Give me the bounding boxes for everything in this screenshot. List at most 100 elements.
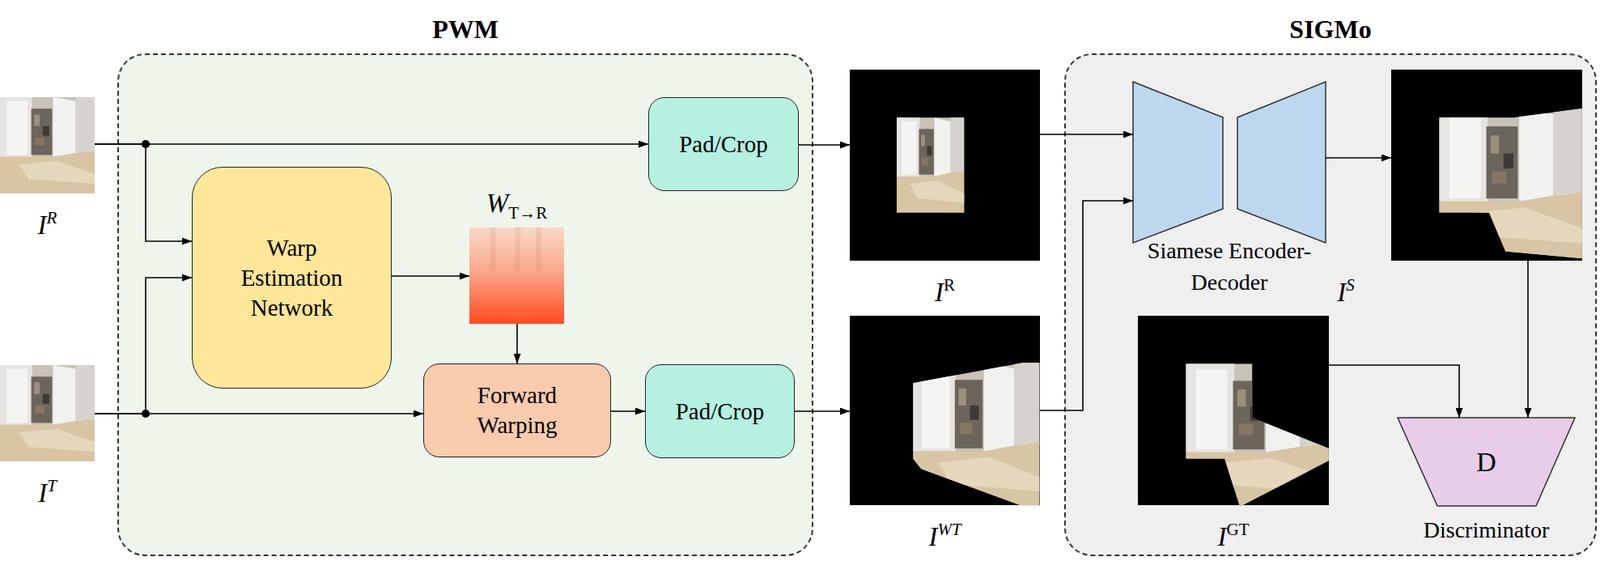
photo-part (0, 364, 95, 462)
photo-part (53, 364, 77, 425)
black-canvas (849, 315, 1040, 506)
arrow-connector (1039, 133, 1134, 136)
photo-part (18, 428, 95, 453)
arrow-connector (516, 323, 518, 364)
photo-part (1233, 380, 1265, 450)
photo-part (0, 97, 33, 158)
photo-part (33, 381, 40, 394)
photo-part (1014, 362, 1040, 446)
arrow-connector (94, 277, 192, 414)
symbol-text: R (46, 207, 58, 228)
arrow-connector (1325, 157, 1392, 159)
photo-part (1468, 207, 1583, 243)
photo-part (76, 364, 95, 421)
photo-part (0, 151, 95, 194)
photo-part (984, 362, 1015, 451)
photo-part (1185, 443, 1329, 507)
photo-part (1214, 458, 1329, 493)
photo-part (910, 180, 965, 204)
photo-part (1492, 171, 1507, 184)
photo-part (937, 457, 1040, 492)
photo-part (934, 117, 951, 177)
discriminator-trapezoid (1397, 417, 1575, 506)
symbol-text: I (934, 277, 944, 307)
symbol-text: W (486, 188, 510, 218)
flow-stripe (490, 227, 497, 272)
symbol-text: T (46, 475, 57, 496)
process-box: Pad/Crop (645, 364, 795, 459)
photo-part (918, 128, 934, 175)
photo-part (1438, 192, 1583, 259)
photo-part (1449, 114, 1482, 199)
photo-part (1438, 108, 1583, 259)
process-box: Forward Warping (423, 363, 612, 458)
symbol-text: GT (1226, 519, 1250, 539)
group-title: PWM (118, 14, 812, 44)
component-label: Siamese Encoder-Decoder (1120, 234, 1339, 298)
photo-part (912, 442, 1040, 506)
photo-part (896, 170, 964, 213)
image-panel: IT (0, 364, 95, 462)
graphic-part (0, 97, 95, 194)
black-canvas (1137, 315, 1329, 506)
photo-part (921, 157, 929, 166)
arrow-connector (611, 410, 646, 412)
symbol-text: WT (937, 519, 961, 539)
group-title: SIGMo (1065, 14, 1596, 44)
group-box: PWMWarp Estimation NetworkWT→RPad/CropFo… (117, 53, 814, 556)
photo-part (1519, 108, 1554, 202)
photo-part (42, 126, 50, 136)
photo-part (896, 117, 964, 213)
photo-part (6, 101, 28, 156)
photo-part (912, 362, 956, 451)
photo-part (42, 394, 50, 404)
image-label: WT→R (486, 188, 548, 228)
arrow-connector (1527, 260, 1529, 418)
image-graphic (0, 364, 95, 462)
photo-part (1299, 363, 1329, 446)
photo-part (926, 145, 932, 156)
symbol-text: R (943, 275, 955, 295)
image-label: IR (934, 270, 955, 307)
image-panel: WT→R (469, 227, 565, 324)
photo-part (0, 364, 33, 425)
decoder-trapezoid (1237, 81, 1326, 243)
image-panel: IR (849, 69, 1040, 261)
image-graphic (0, 97, 95, 194)
photo-part (34, 137, 45, 146)
photo-part (896, 117, 920, 177)
symbol-text: I (928, 522, 938, 552)
photo-part (1239, 423, 1254, 435)
box-label: Pad/Crop (679, 129, 769, 160)
photo-part (0, 97, 95, 194)
symbol-text: S (1345, 275, 1355, 295)
flow-field (469, 227, 565, 324)
image-graphic (849, 315, 1040, 506)
photo-part (53, 97, 77, 158)
photo-part (1185, 363, 1329, 507)
photo-part (76, 97, 95, 153)
arrow-connector (798, 144, 850, 146)
symbol-text: T→R (508, 203, 548, 223)
graphic-part (912, 362, 1040, 506)
process-box: Warp Estimation Network (191, 166, 392, 389)
group-box: SIGMoSiamese Encoder-DecoderISIGTDDiscri… (1064, 53, 1597, 556)
black-canvas (1391, 69, 1583, 261)
image-label: IWT (928, 514, 961, 552)
arrow-connector (94, 144, 192, 242)
photo-part (1490, 135, 1500, 153)
graphic-part (896, 117, 964, 213)
arrow-connector (1328, 364, 1460, 418)
image-graphic (469, 227, 565, 324)
photo-part (33, 114, 40, 126)
photo-part (901, 121, 917, 175)
photo-part (18, 161, 95, 185)
photo-part (1265, 363, 1300, 452)
arrow-connector (794, 410, 850, 412)
image-label: IS (1336, 270, 1355, 307)
photo-part (34, 405, 45, 414)
photo-part (1503, 153, 1514, 170)
discriminator: DDiscriminator (1397, 417, 1575, 506)
